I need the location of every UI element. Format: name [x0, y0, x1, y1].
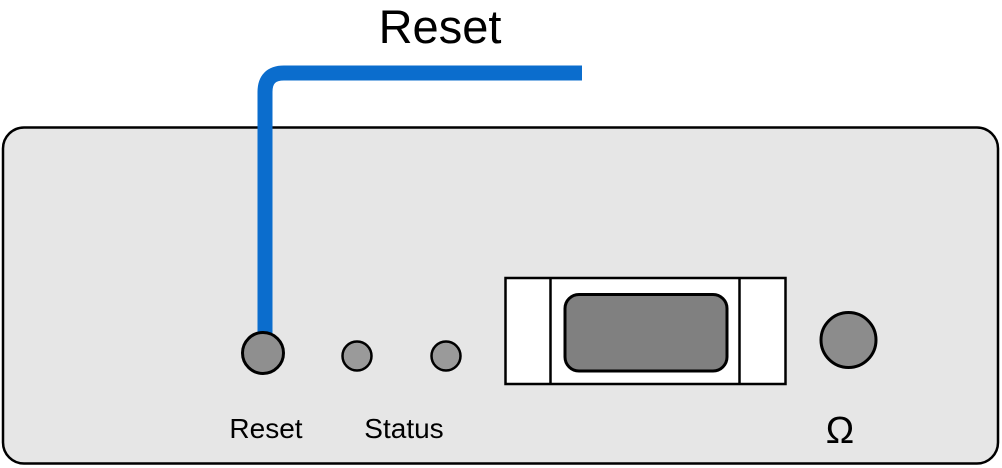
annotation-pointer-line	[257, 65, 582, 344]
status-led-1	[341, 340, 373, 372]
reset-button	[241, 331, 285, 375]
reset-button-label: Reset	[229, 413, 302, 444]
status-led-2	[430, 340, 462, 372]
card-slot-insert	[563, 293, 729, 373]
annotation-label: Reset	[379, 0, 502, 53]
status-leds-label: Status	[364, 413, 443, 444]
impedance-button	[819, 311, 878, 369]
impedance-button-label: Ω	[826, 410, 854, 452]
card-slot	[504, 276, 787, 386]
